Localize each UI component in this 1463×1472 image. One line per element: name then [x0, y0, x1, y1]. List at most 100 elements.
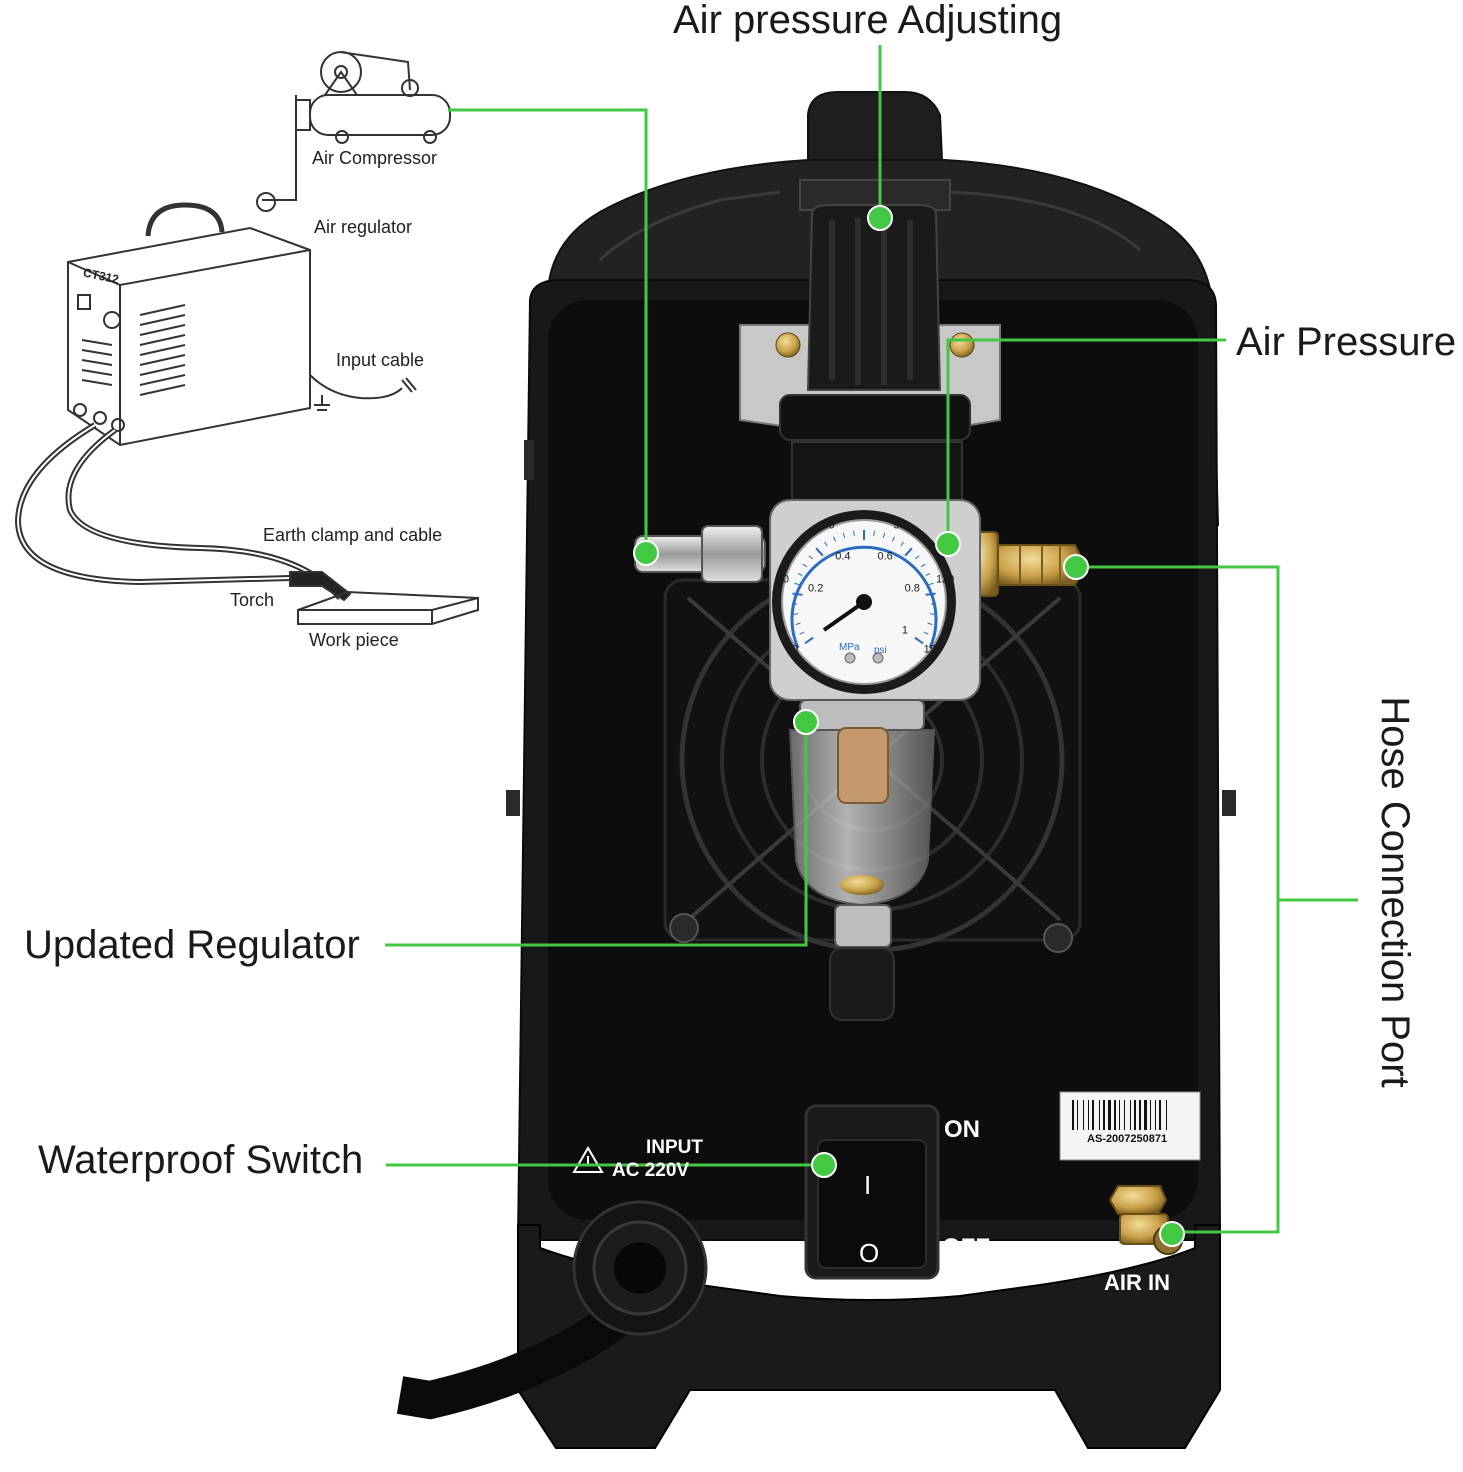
sketch-label-torch: Torch: [230, 590, 275, 610]
gauge-tick: [928, 582, 934, 586]
gauge-tick: [925, 573, 931, 576]
callout-dot-icon: [1159, 1221, 1185, 1247]
fan-screw-icon: [669, 913, 699, 943]
barcode-bar: [1155, 1100, 1156, 1130]
callout-air-pressure: Air Pressure: [1236, 320, 1457, 364]
air-in-label: AIR IN: [1104, 1270, 1170, 1295]
barcode-bar: [1166, 1100, 1167, 1130]
callout-line-updated-regulator: [385, 722, 808, 947]
sketch-label-air-regulator: Air regulator: [314, 217, 413, 237]
switch-off-symbol: O: [859, 1238, 880, 1268]
gauge-tick-label: 0: [792, 643, 799, 656]
gauge-tick-label: 60: [822, 519, 835, 532]
callout-updated-regulator: Updated Regulator: [24, 923, 360, 967]
callout-waterproof-switch: Waterproof Switch: [38, 1138, 364, 1182]
gauge-tick: [792, 592, 803, 596]
barcode-bar: [1072, 1100, 1074, 1130]
barcode-bar: [1130, 1100, 1131, 1130]
gauge-tick: [923, 631, 929, 635]
barcode-bar: [1124, 1100, 1125, 1130]
barcode-bar: [1077, 1100, 1078, 1130]
gauge-tick-label: 90: [893, 519, 906, 532]
gauge-tick-label: 150: [923, 643, 942, 656]
air-pressure-adjusting-knob[interactable]: [806, 204, 942, 391]
air-compressor-drawing: [295, 51, 451, 144]
work-piece-drawing: [297, 590, 479, 625]
air-regulator-drawing: [256, 192, 276, 212]
barcode-bar: [1114, 1100, 1116, 1130]
gauge-tick-label: 0.4: [835, 550, 851, 563]
barcode-bar: [1144, 1100, 1147, 1130]
barcode-bar: [1159, 1100, 1161, 1130]
fan-screw-icon: [1043, 923, 1073, 953]
barcode-bar: [1103, 1100, 1105, 1130]
switch-off-label: OFF: [942, 1234, 990, 1261]
gauge-unit-mpa: MPa: [839, 642, 860, 653]
carry-handle: [807, 91, 943, 168]
callout-dot-icon: [811, 1152, 837, 1178]
barcode-bar: [1119, 1100, 1120, 1130]
gauge-tick: [793, 613, 799, 615]
gauge-tick: [808, 555, 813, 560]
gauge-tick: [842, 532, 846, 538]
gauge-tick-label: 0.6: [877, 550, 893, 563]
callout-line-hose-connection-port: [1076, 565, 1358, 1234]
plasma-cutter-machine: [396, 91, 1236, 1449]
callout-line-compressor: [448, 108, 648, 553]
callout-lines: [385, 45, 1358, 1234]
callout-dot-icon: [935, 531, 961, 557]
barcode-bar: [1139, 1100, 1141, 1130]
gauge-needle: [822, 600, 866, 632]
input-voltage-label: AC 220V: [612, 1160, 690, 1181]
gauge-tick: [925, 592, 936, 596]
callout-dot-icon: [867, 205, 893, 231]
gauge-tick: [915, 555, 920, 560]
sketch-label-input-cable: Input cable: [336, 350, 425, 370]
gauge-tick-label: 120: [935, 573, 955, 586]
gauge-tick: [891, 536, 895, 542]
callout-line-air-pressure: [946, 338, 1226, 544]
barcode-bar: [1083, 1100, 1084, 1130]
gauge-tick: [900, 541, 904, 547]
plasma-cutter-drawing: [67, 202, 311, 447]
gauge-tick-label: 0.2: [808, 582, 824, 595]
gauge-tick-label: 30: [776, 573, 789, 586]
barcode-serial: AS-2007250871: [1087, 1133, 1168, 1145]
air-in-port: [1108, 1185, 1168, 1215]
gauge-tick: [824, 541, 828, 547]
input-label: INPUT: [646, 1137, 703, 1158]
pressure-gauge: [772, 510, 956, 694]
gauge-tick: [904, 547, 913, 557]
torch-drawing: [289, 571, 352, 602]
torch-hose-drawing: [14, 422, 291, 586]
gauge-tick: [873, 530, 875, 536]
gauge-tick: [794, 582, 800, 586]
switch-on-symbol: I: [864, 1170, 872, 1200]
barcode-bar: [1150, 1100, 1151, 1130]
barcode-icon: [1072, 1100, 1167, 1130]
power-switch[interactable]: [817, 1139, 927, 1269]
drain-valve: [829, 947, 895, 1021]
gauge-tick-label: 0.8: [904, 582, 920, 595]
gauge-tick: [927, 622, 933, 626]
barcode-bar: [1134, 1100, 1136, 1130]
callout-dots: [633, 205, 1185, 1247]
gauge-tick: [882, 532, 886, 538]
gauge-tick: [804, 636, 814, 645]
barcode-bar: [1092, 1100, 1094, 1130]
gauge-tick: [920, 563, 926, 568]
setup-sketch: [14, 51, 479, 625]
gauge-tick-label: 1: [901, 624, 909, 637]
gauge-unit-psi: psi: [874, 645, 887, 656]
barcode-bar: [1099, 1100, 1100, 1130]
sketch-label-earth-clamp: Earth clamp and cable: [263, 525, 443, 545]
gauge-tick: [833, 536, 837, 542]
gauge-tick: [914, 636, 924, 645]
callout-dot-icon: [793, 709, 819, 735]
gauge-tick: [815, 547, 824, 557]
callout-air-pressure-adjusting: Air pressure Adjusting: [673, 0, 1063, 42]
barcode-bar: [1088, 1100, 1089, 1130]
gauge-tick: [853, 530, 855, 536]
callout-dot-icon: [1063, 554, 1089, 580]
callout-hose-connection-port: Hose Connection Port: [1373, 696, 1417, 1088]
